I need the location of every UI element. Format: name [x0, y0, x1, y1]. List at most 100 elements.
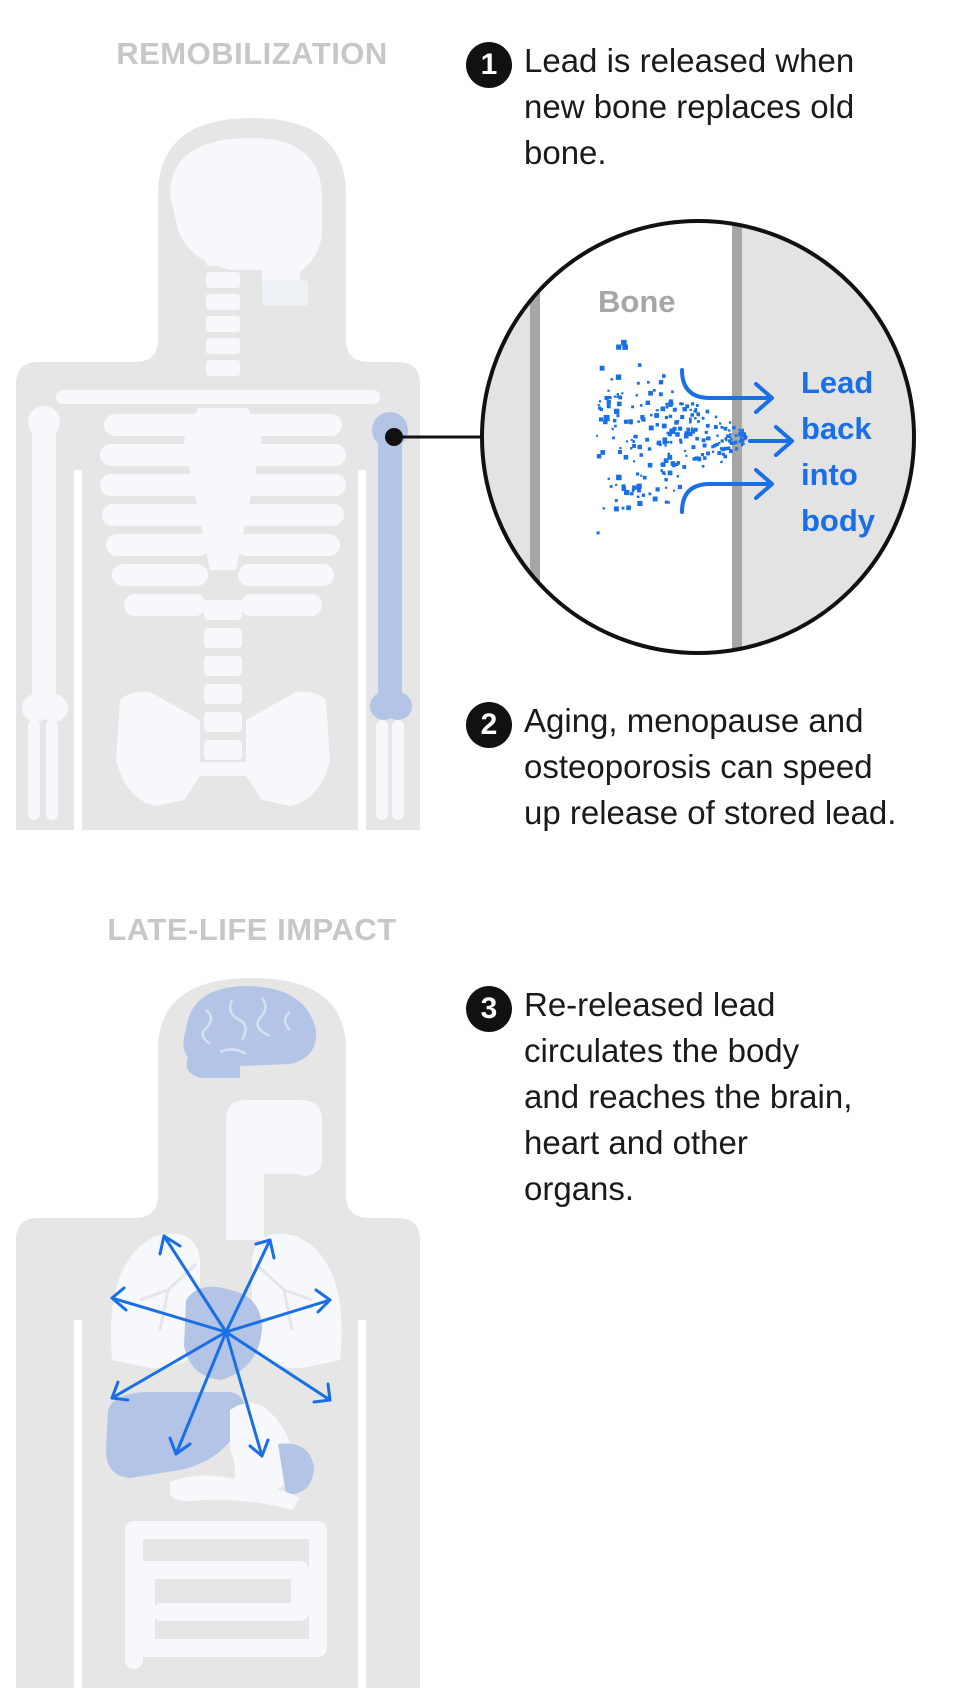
lead-particle	[650, 413, 653, 417]
lead-particle	[738, 440, 741, 443]
lead-particle	[626, 440, 629, 443]
lead-particle	[688, 417, 692, 421]
section-title-late-life-impact: LATE-LIFE IMPACT	[107, 912, 397, 947]
bone-zoom-inset	[482, 221, 914, 653]
lead-particle	[665, 405, 669, 409]
skeleton	[22, 138, 404, 820]
lead-particle	[713, 443, 717, 448]
lead-particles	[596, 339, 748, 535]
lead-particle	[622, 344, 628, 350]
step-text: Re-released lead circulates the body and…	[524, 986, 853, 1207]
lead-particle	[648, 492, 652, 496]
lead-particle	[609, 485, 613, 488]
lead-particle	[660, 462, 666, 467]
lead-particle	[732, 441, 735, 445]
lead-particle	[672, 407, 677, 412]
lead-particle	[688, 421, 692, 424]
lead-particle	[728, 421, 732, 424]
lead-particle	[640, 415, 645, 420]
lead-particle	[729, 436, 732, 439]
lead-particle	[664, 444, 667, 447]
lead-particle	[706, 436, 711, 441]
lead-particle	[724, 437, 728, 440]
lead-particle	[614, 424, 617, 428]
lead-particle	[693, 427, 698, 432]
lead-particle	[598, 417, 603, 422]
lead-particle	[647, 447, 652, 451]
lead-particle	[685, 404, 690, 409]
lead-particle	[616, 474, 622, 481]
lead-particle	[742, 432, 746, 436]
lead-particle	[611, 427, 614, 431]
lead-particle	[621, 392, 624, 395]
lead-particle	[696, 412, 700, 416]
lead-particle	[636, 472, 640, 476]
lead-particle	[606, 400, 611, 405]
lead-particle	[629, 421, 633, 425]
bone-label: Bone	[598, 284, 676, 319]
lead-particle	[667, 470, 673, 476]
lead-particle	[666, 431, 669, 435]
liver	[106, 1392, 245, 1478]
lead-particle	[729, 441, 733, 445]
lead-particle	[660, 469, 663, 472]
lead-particle	[636, 381, 640, 385]
lead-particle	[641, 493, 646, 497]
lead-particle	[660, 406, 666, 412]
lead-particle	[633, 460, 636, 463]
step-number-badge: 1	[466, 42, 512, 88]
lead-particle	[722, 452, 725, 456]
lead-particle	[662, 440, 667, 445]
lead-particle	[631, 405, 635, 409]
lead-particle	[597, 403, 600, 406]
lead-particle	[664, 478, 668, 482]
lead-particle	[663, 458, 669, 463]
lead-particle	[676, 475, 679, 478]
lead-particle	[692, 457, 696, 461]
right-forearm-bones	[376, 720, 404, 820]
lead-particle	[668, 402, 673, 407]
lead-particle	[723, 426, 728, 431]
lead-particle	[672, 426, 677, 431]
lead-particle	[667, 452, 670, 456]
lead-particle	[654, 413, 659, 418]
lead-particle	[741, 438, 745, 443]
lead-particle	[613, 506, 619, 512]
lead-particle	[734, 440, 738, 444]
lead-particle	[656, 409, 659, 412]
lead-particle	[673, 489, 675, 492]
lead-particle	[741, 434, 745, 437]
lead-particle	[669, 428, 674, 434]
lead-particle	[701, 438, 706, 443]
lead-particle	[615, 374, 622, 380]
lead-particle	[689, 408, 692, 412]
right-lung	[252, 1233, 342, 1369]
lead-particle	[667, 432, 672, 437]
lead-particle	[698, 456, 701, 460]
lead-particle	[655, 409, 658, 412]
lead-particle	[607, 389, 610, 392]
lead-particle	[664, 500, 668, 504]
lead-particle	[645, 400, 650, 405]
lead-particle	[723, 446, 728, 451]
lead-particle	[656, 440, 662, 446]
lead-particle	[682, 407, 687, 412]
lead-particle	[691, 427, 694, 430]
step-text: Aging, menopause and osteoporosis can sp…	[524, 702, 897, 831]
lead-particle	[637, 420, 640, 423]
lead-particle	[598, 406, 602, 410]
lead-particle	[671, 390, 674, 394]
lead-particle	[610, 378, 613, 381]
ribcage	[100, 414, 346, 616]
circulation-arrows	[110, 1234, 332, 1458]
lead-particle	[669, 440, 673, 444]
lead-particle	[702, 443, 707, 448]
lead-particle	[648, 390, 653, 396]
lead-particle	[720, 460, 723, 464]
lead-particle	[741, 428, 744, 431]
lead-particle	[690, 429, 695, 434]
lead-particle	[665, 486, 668, 489]
lead-particle	[603, 419, 608, 425]
lead-particle	[684, 449, 687, 453]
lead-particle	[686, 427, 691, 432]
